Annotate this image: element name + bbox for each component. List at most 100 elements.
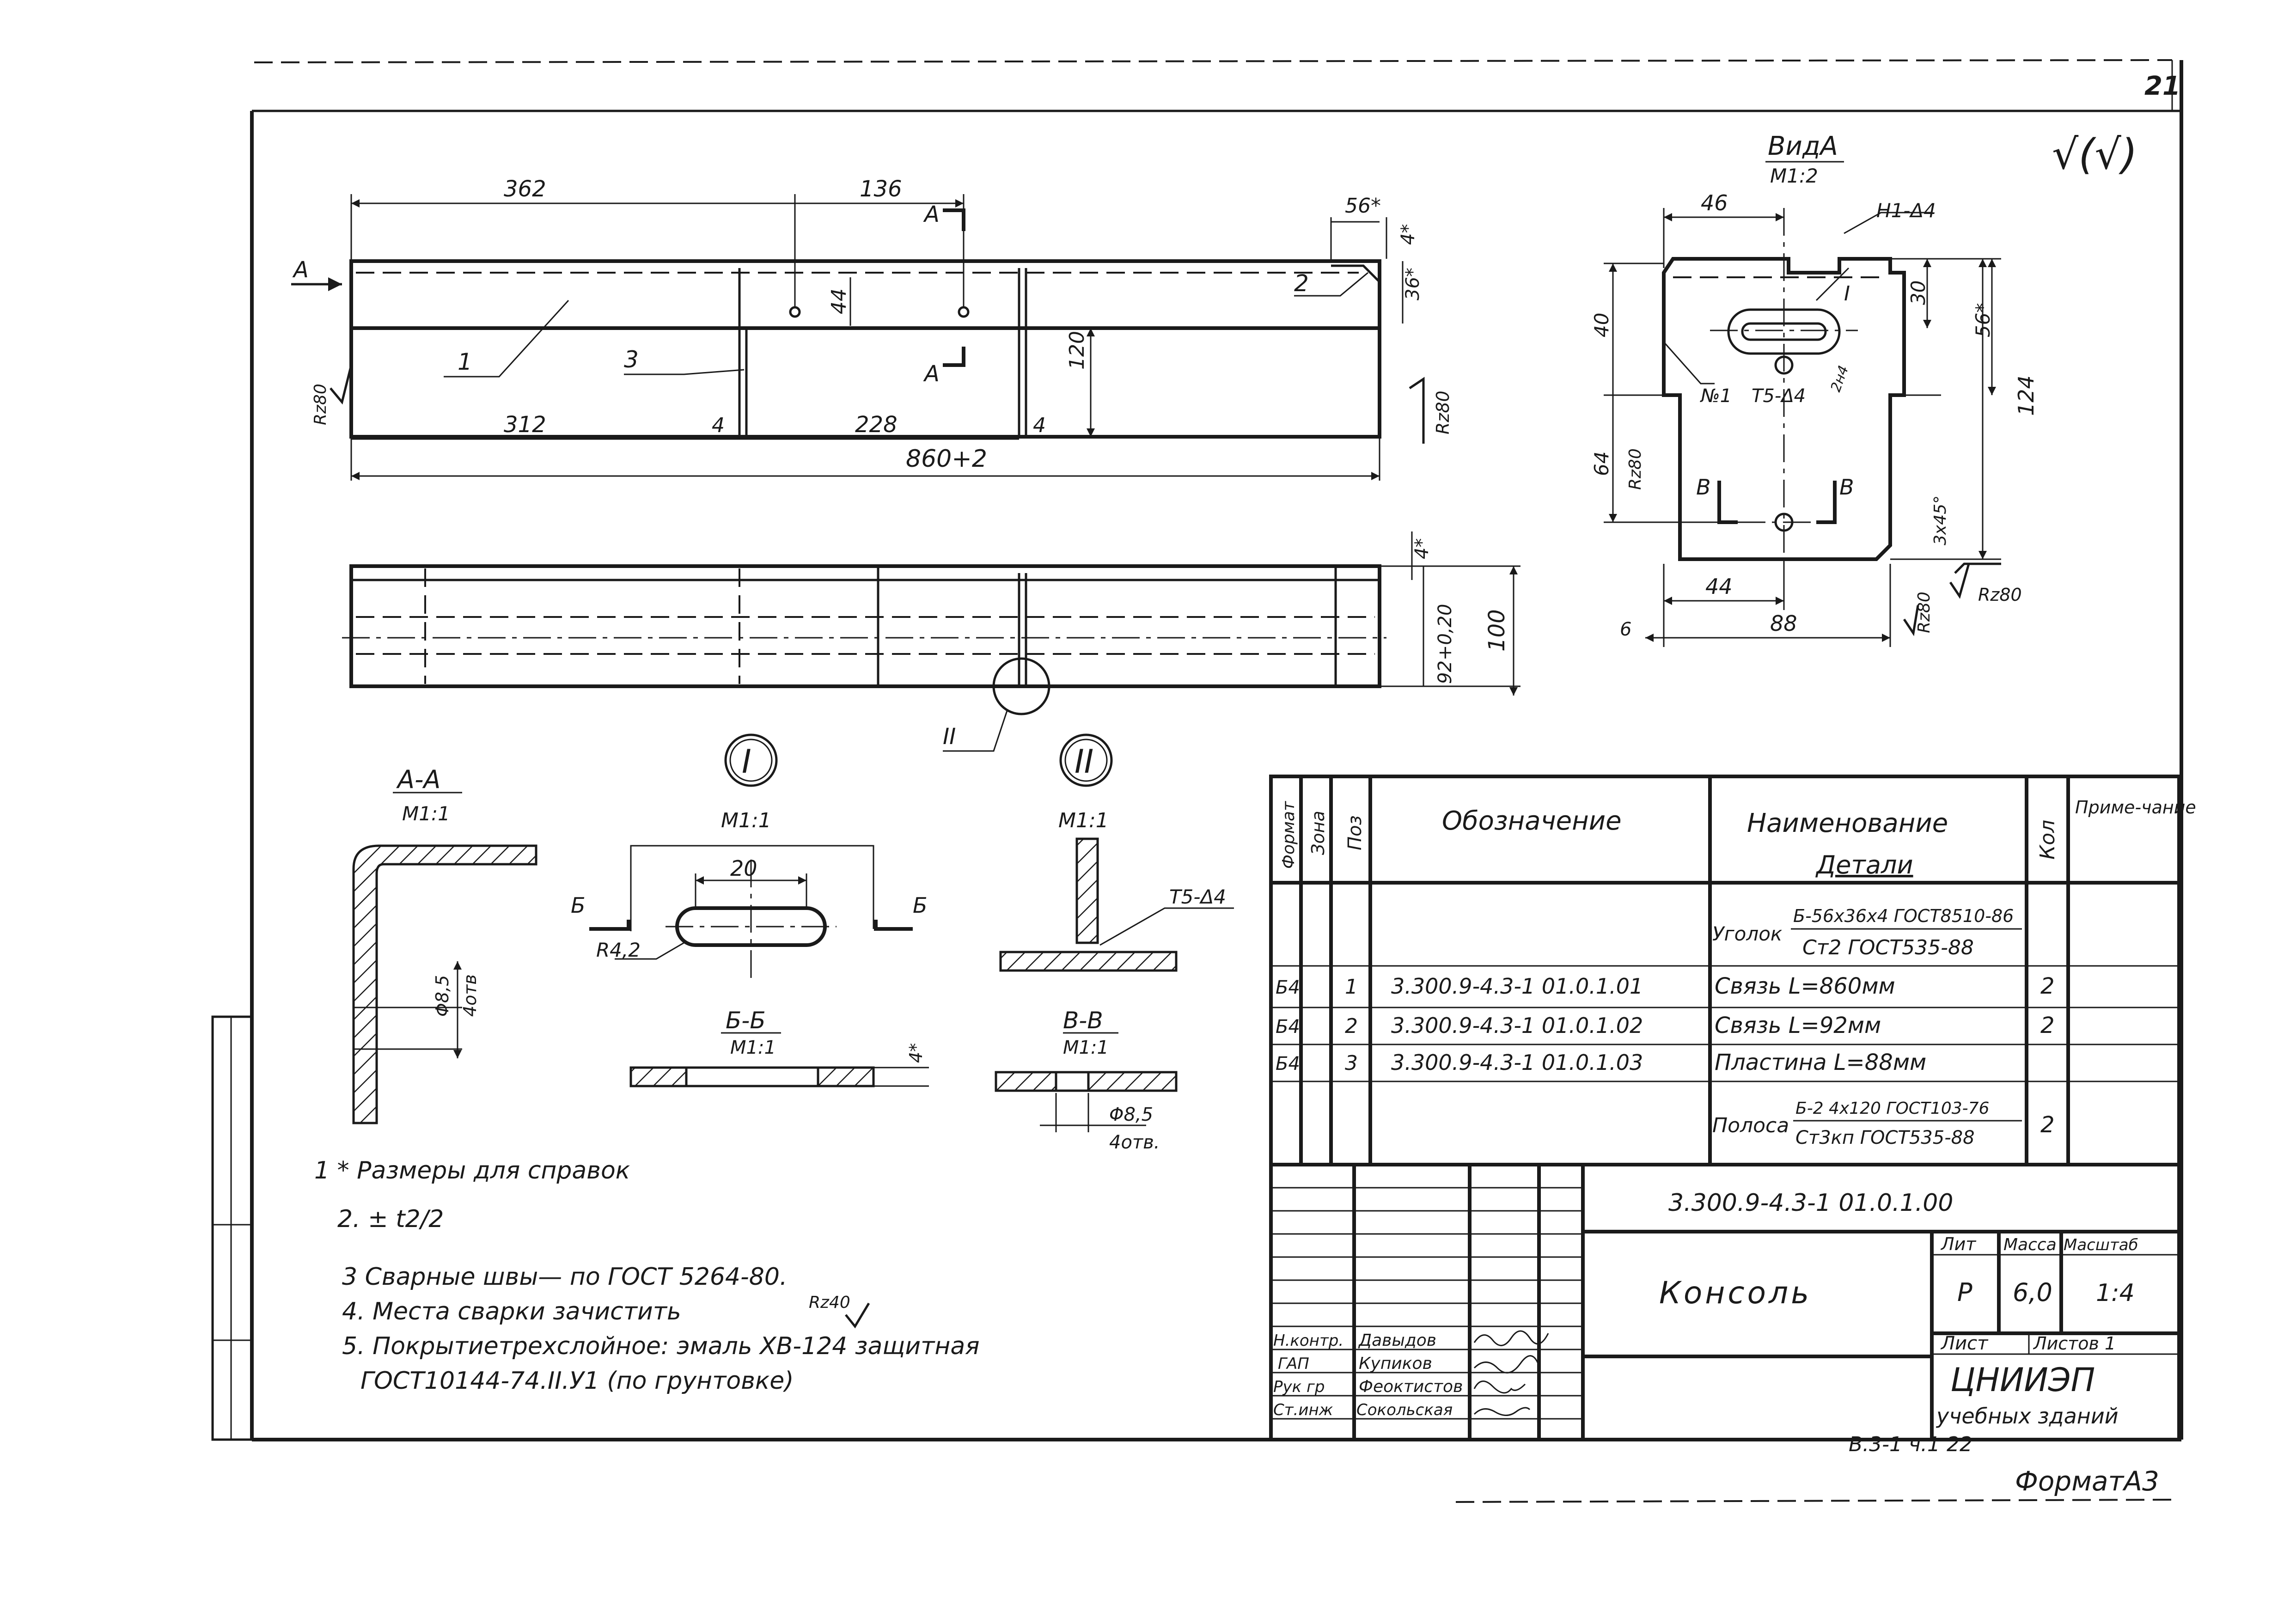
- check-mark: √(√): [2052, 130, 2137, 179]
- section-vv-holes: 4отв.: [1109, 1132, 1160, 1153]
- title-block: [1269, 1163, 2181, 1441]
- title-block-text: 3.300.9-4.3-1 01.0.1.00 Консоль Лит Масс…: [1273, 1189, 2138, 1429]
- dim-44: 44: [827, 288, 851, 314]
- section-vv: [995, 1032, 1178, 1132]
- view-a-dim-64: 64: [1590, 452, 1613, 476]
- tb-name-1: Давыдов: [1358, 1331, 1436, 1350]
- detail-2-number: II: [1075, 743, 1093, 781]
- format-label: ФорматА3: [2015, 1465, 2159, 1497]
- spec-row3-designation: 3.300.9-4.3-1 01.0.1.03: [1391, 1050, 1643, 1075]
- dim-4-b: 4: [1033, 414, 1046, 437]
- note-5b: ГОСТ10144-74.ІІ.У1 (по грунтовке): [360, 1367, 794, 1395]
- dim-136: 136: [860, 176, 902, 202]
- rz80-right: Rz80: [1433, 391, 1453, 434]
- dim-4-plan: 4*: [1411, 538, 1433, 559]
- dim-362: 362: [504, 176, 546, 202]
- view-a-dim-56: 56*: [1972, 303, 1994, 337]
- spec-row3-format: Б4: [1276, 1053, 1300, 1075]
- spec-h-pos: Поз: [1344, 815, 1366, 850]
- tb-mass-label: Масса: [2003, 1235, 2057, 1254]
- tb-sheet-label: Лист: [1940, 1333, 1989, 1354]
- section-mark-bottom: А: [923, 361, 940, 387]
- spec-h-designation: Обозначение: [1442, 806, 1622, 836]
- plan-view: [342, 531, 1520, 752]
- plan-dimension-labels: 4* 92+0,20 100 II: [943, 538, 1510, 750]
- view-a-dim-40: 40: [1590, 313, 1613, 337]
- tb-sheets-label: Листов 1: [2033, 1333, 2116, 1354]
- view-a-weld: Т5-Δ4: [1752, 385, 1806, 407]
- section-mark-top: А: [923, 201, 940, 227]
- spec-material-den: Ст2 ГОСТ535-88: [1802, 936, 1974, 959]
- spec-row1-qty: 2: [2040, 973, 2055, 999]
- main-elevation: [291, 194, 1425, 481]
- view-a-b-left: В: [1696, 475, 1711, 500]
- detail-2-scale: М1:1: [1058, 809, 1109, 832]
- tb-role-3: Рук гр: [1273, 1378, 1325, 1396]
- view-a-chamfer: 3х45°: [1931, 495, 1950, 545]
- view-a-no1: №1: [1700, 385, 1732, 407]
- signature-1: [1473, 1330, 1549, 1346]
- section-bb: [629, 1032, 929, 1087]
- section-aa: [352, 792, 537, 1124]
- detail-ref-II: II: [943, 724, 956, 750]
- dim-860: 860+2: [906, 445, 987, 473]
- view-a-dim-124: 124: [2014, 375, 2039, 416]
- spec-strip-num: Б-2 4х120 ГОСТ103-76: [1795, 1099, 1989, 1118]
- section-aa-scale: М1:1: [402, 802, 450, 825]
- sheet-number: 21: [2144, 71, 2180, 101]
- spec-h-note: Приме-чание: [2075, 797, 2196, 818]
- section-vv-title: В-В: [1063, 1007, 1103, 1034]
- signature-4: [1473, 1407, 1531, 1416]
- spec-row1-designation: 3.300.9-4.3-1 01.0.1.01: [1391, 974, 1643, 999]
- dim-312: 312: [504, 412, 546, 438]
- detail-1-scale: М1:1: [721, 809, 771, 832]
- notes: 1 * Размеры для справок 2. ± t2/2 3 Свар…: [314, 1157, 980, 1395]
- view-a-dim-88: 88: [1770, 611, 1797, 636]
- section-aa-dia: Φ8,5: [432, 975, 452, 1017]
- signature-2: [1473, 1355, 1540, 1374]
- spec-row3-name: Пластина L=88мм: [1715, 1050, 1926, 1075]
- view-a-scale: М1:2: [1770, 165, 1818, 187]
- dim-36: 36*: [1402, 268, 1423, 300]
- tb-mass: 6,0: [2013, 1278, 2052, 1307]
- spec-material-num: Б-56х36х4 ГОСТ8510-86: [1793, 906, 2014, 926]
- detail-1-dim-20: 20: [730, 856, 757, 881]
- detail-1-mark-right: Б: [913, 893, 928, 918]
- view-a-dim-30: 30: [1907, 281, 1930, 305]
- note-4: 4. Места сварки зачистить: [342, 1298, 681, 1325]
- dim-100: 100: [1484, 609, 1510, 652]
- dim-120: 120: [1065, 331, 1089, 370]
- callout-2: 2: [1294, 270, 1309, 297]
- tb-role-1: Н.контр.: [1273, 1331, 1343, 1350]
- tb-role-4: Ст.инж: [1273, 1401, 1333, 1419]
- view-a-labels: ВидА М1:2 46 Н1-Δ4 30 56* 40 124 64 Rz80…: [1590, 131, 2039, 640]
- dim-92: 92+0,20: [1435, 604, 1456, 684]
- view-a-n1: Н1-Δ4: [1876, 199, 1936, 222]
- detail-1: [589, 733, 913, 984]
- note-1: 1 * Размеры для справок: [314, 1157, 630, 1184]
- rz80-left: Rz80: [311, 384, 330, 425]
- tb-product: Консоль: [1659, 1275, 1812, 1311]
- tb-name-2: Купиков: [1359, 1354, 1432, 1373]
- callout-3: 3: [624, 346, 639, 373]
- detail-2: [999, 733, 1234, 972]
- spec-row2-pos: 2: [1345, 1014, 1358, 1038]
- dim-4-a: 4: [712, 414, 725, 437]
- detail-1-radius: R4,2: [596, 939, 641, 961]
- spec-h-zone: Зона: [1308, 811, 1328, 855]
- dim-228: 228: [855, 412, 898, 438]
- view-a-weld-2: 2н4: [1828, 363, 1852, 394]
- album-ref: В.3-1 ч.1 22: [1849, 1433, 1972, 1456]
- tb-role-2: ГАП: [1278, 1355, 1309, 1373]
- section-vv-scale: М1:1: [1063, 1037, 1109, 1058]
- note-4-roughness: Rz40: [809, 1293, 850, 1312]
- view-a-dim-6: 6: [1620, 619, 1631, 640]
- section-vv-dia: Φ8,5: [1109, 1104, 1153, 1125]
- spec-row3-pos: 3: [1345, 1051, 1358, 1075]
- spec-row1-pos: 1: [1345, 975, 1358, 999]
- spec-strip-den: Ст3кп ГОСТ535-88: [1795, 1127, 1975, 1148]
- detail-1-mark-left: Б: [571, 893, 586, 918]
- section-aa-title: А-А: [396, 765, 440, 794]
- spec-h-name: Наименование: [1747, 808, 1948, 838]
